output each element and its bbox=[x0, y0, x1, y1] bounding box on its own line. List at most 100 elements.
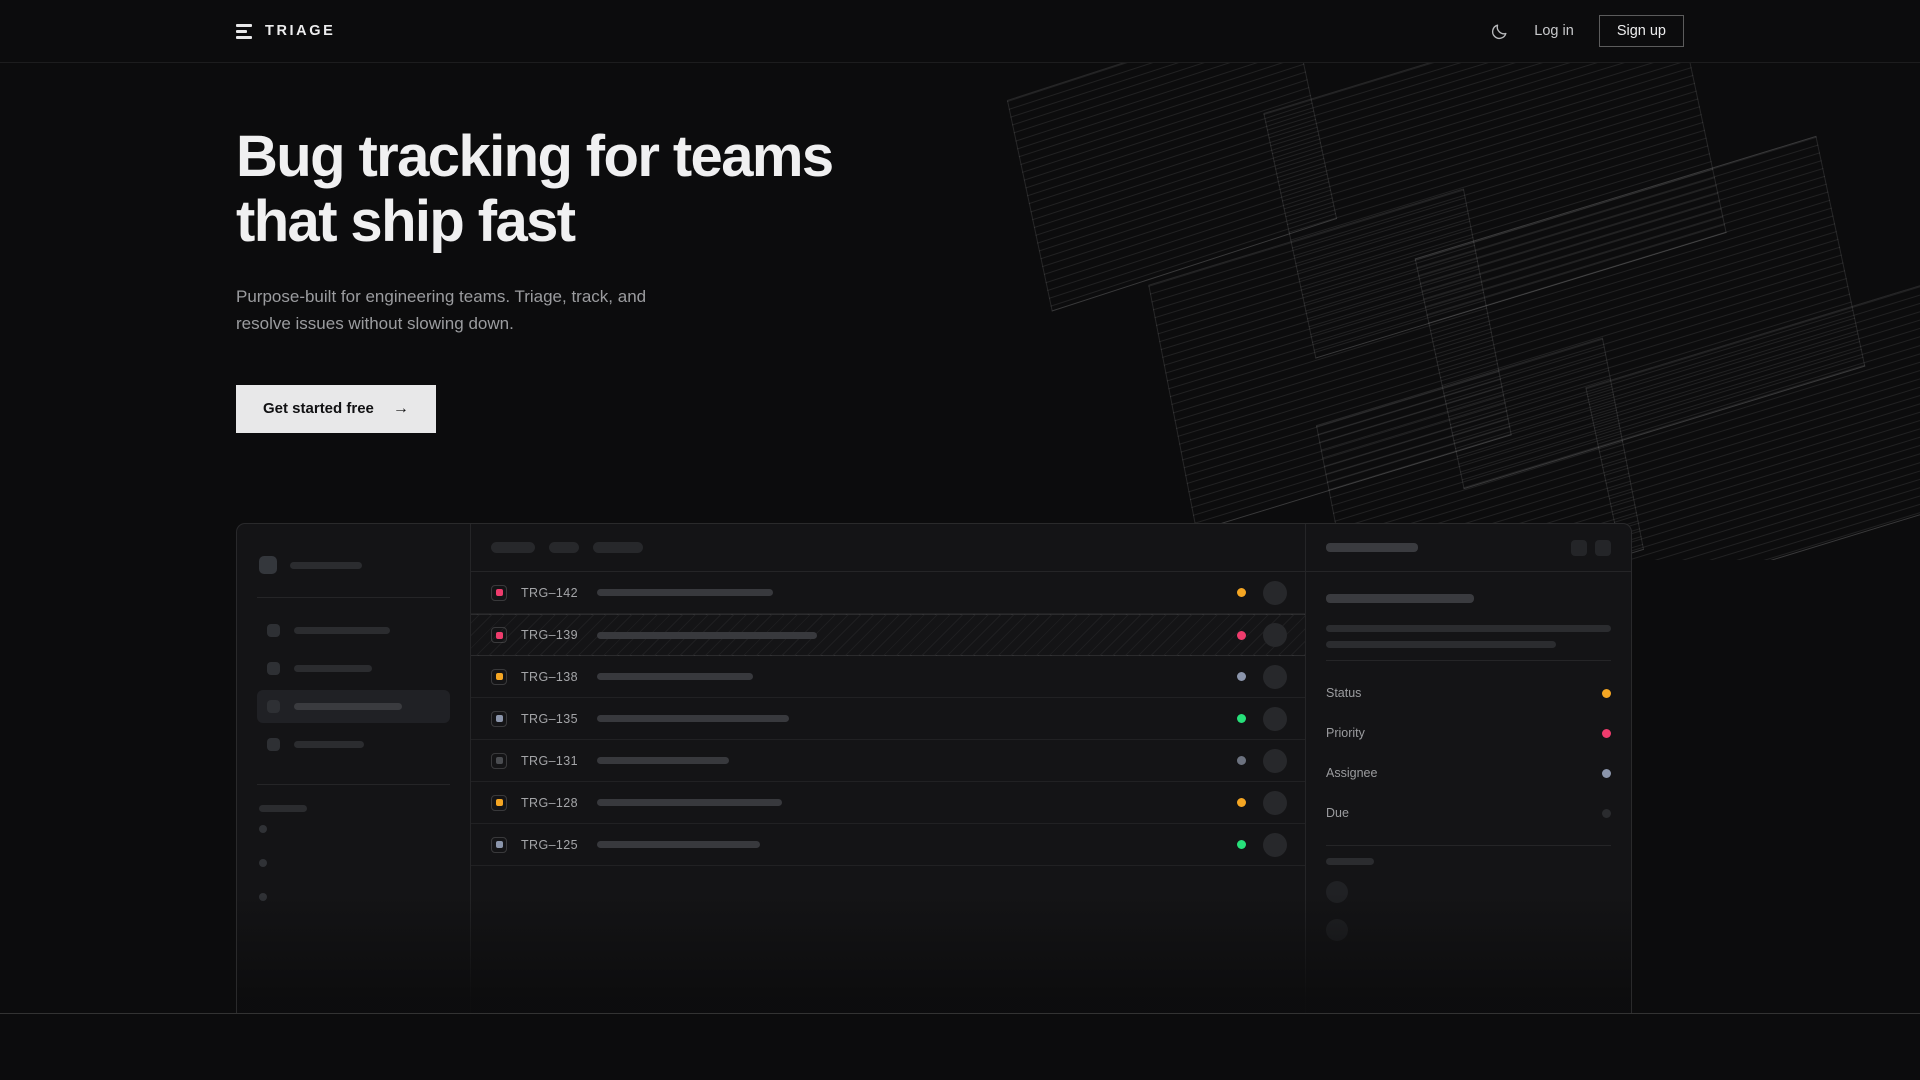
issue-status-dot bbox=[1237, 756, 1246, 765]
arrow-right-icon: → bbox=[392, 399, 409, 417]
header-actions: Log in Sign up bbox=[1490, 15, 1684, 47]
issue-type-badge bbox=[491, 752, 507, 769]
detail-meta-value-dot bbox=[1602, 768, 1611, 778]
issue-row-meta bbox=[1237, 580, 1287, 605]
brand-name: TRIAGE bbox=[265, 23, 336, 39]
detail-skeletons bbox=[1326, 594, 1611, 648]
sidebar-mini-item[interactable] bbox=[257, 846, 450, 880]
detail-meta-label: Status bbox=[1326, 686, 1362, 700]
issue-row[interactable]: TRG–142 bbox=[471, 572, 1305, 614]
issue-type-badge bbox=[491, 710, 507, 727]
login-link[interactable]: Log in bbox=[1534, 23, 1574, 39]
brand-logo[interactable]: TRIAGE bbox=[236, 23, 335, 39]
issue-row-meta bbox=[1237, 832, 1287, 857]
issue-title-skeleton bbox=[597, 589, 773, 596]
moon-icon[interactable] bbox=[1490, 22, 1509, 41]
issue-id: TRG–138 bbox=[521, 669, 578, 684]
issue-type-badge bbox=[491, 836, 507, 853]
workspace-name-skeleton bbox=[290, 561, 362, 569]
detail-meta-row[interactable]: Assignee bbox=[1326, 753, 1611, 793]
toolbar-chip[interactable] bbox=[593, 542, 643, 553]
issue-row[interactable]: TRG–139 bbox=[471, 614, 1305, 656]
issue-status-dot bbox=[1237, 714, 1246, 723]
sidebar-item-icon bbox=[267, 662, 280, 675]
issue-title-skeleton bbox=[597, 673, 753, 680]
issue-title-skeleton bbox=[597, 757, 729, 764]
issue-status-dot bbox=[1237, 672, 1246, 681]
detail-divider bbox=[1326, 660, 1611, 661]
issue-status-dot bbox=[1237, 840, 1246, 849]
issue-id: TRG–135 bbox=[521, 711, 578, 726]
stacked-bars-icon bbox=[236, 23, 252, 39]
detail-meta-value-dot bbox=[1602, 808, 1611, 818]
section-label-skeleton bbox=[259, 805, 307, 812]
sidebar-mini-item[interactable] bbox=[257, 880, 450, 914]
sidebar-divider-2 bbox=[257, 784, 450, 785]
issue-title-skeleton bbox=[597, 799, 782, 806]
detail-meta-row[interactable]: Priority bbox=[1326, 713, 1611, 753]
sidebar-item-label-skeleton bbox=[294, 627, 390, 634]
detail-meta-label: Assignee bbox=[1326, 766, 1378, 780]
sidebar-item-label-skeleton bbox=[294, 741, 364, 748]
detail-text-skeleton bbox=[1326, 594, 1474, 603]
issue-id: TRG–125 bbox=[521, 837, 578, 852]
issue-row[interactable]: TRG–128 bbox=[471, 782, 1305, 824]
activity-avatar bbox=[1326, 919, 1348, 941]
detail-action-button[interactable] bbox=[1571, 539, 1587, 556]
signup-button[interactable]: Sign up bbox=[1598, 15, 1684, 47]
workspace-switcher[interactable] bbox=[257, 544, 450, 574]
avatar bbox=[1263, 790, 1287, 815]
sidebar-mini-item[interactable] bbox=[257, 812, 450, 846]
list-toolbar bbox=[471, 524, 1305, 572]
issue-title-skeleton bbox=[597, 631, 817, 639]
sidebar-section-label bbox=[257, 801, 450, 812]
detail-divider-2 bbox=[1326, 845, 1611, 846]
subhead-line-2: resolve issues without slowing down. bbox=[236, 314, 514, 334]
issue-id: TRG–128 bbox=[521, 795, 578, 810]
issue-row-meta bbox=[1237, 790, 1287, 815]
toolbar-chip[interactable] bbox=[491, 542, 535, 553]
section-divider bbox=[0, 1013, 1920, 1014]
issue-title-skeleton bbox=[597, 841, 760, 848]
sidebar-item-icon bbox=[267, 624, 280, 637]
sidebar-item-icon bbox=[267, 738, 280, 751]
issue-type-badge bbox=[491, 794, 507, 811]
sidebar-item[interactable] bbox=[257, 728, 450, 761]
issue-row[interactable]: TRG–131 bbox=[471, 740, 1305, 782]
sidebar-mini-list bbox=[257, 812, 450, 914]
sidebar-item[interactable] bbox=[257, 614, 450, 647]
issue-id: TRG–139 bbox=[521, 628, 578, 642]
avatar bbox=[1263, 832, 1287, 857]
issue-status-dot bbox=[1237, 798, 1246, 807]
get-started-button[interactable]: Get started free → bbox=[236, 384, 436, 433]
issue-row[interactable]: TRG–135 bbox=[471, 698, 1305, 740]
cta-label: Get started free bbox=[263, 400, 374, 418]
detail-action-button[interactable] bbox=[1595, 539, 1611, 556]
issue-row[interactable]: TRG–125 bbox=[471, 824, 1305, 866]
detail-meta-value-dot bbox=[1602, 728, 1611, 738]
site-header: TRIAGE Log in Sign up bbox=[0, 0, 1920, 63]
activity-label-skeleton bbox=[1326, 858, 1374, 865]
detail-meta-value-dot bbox=[1602, 688, 1611, 698]
headline-line-2: that ship fast bbox=[236, 188, 576, 254]
headline-line-1: Bug tracking for teams bbox=[236, 124, 834, 189]
issue-type-badge bbox=[491, 627, 507, 643]
sidebar-item[interactable] bbox=[257, 652, 450, 685]
issue-id: TRG–131 bbox=[521, 753, 578, 768]
sidebar-mini-icon bbox=[259, 859, 267, 867]
sidebar-item[interactable] bbox=[257, 690, 450, 723]
detail-meta-row[interactable]: Due bbox=[1326, 793, 1611, 833]
issue-id: TRG–142 bbox=[521, 585, 578, 600]
issue-row[interactable]: TRG–138 bbox=[471, 656, 1305, 698]
hero-subtitle: Purpose-built for engineering teams. Tri… bbox=[236, 283, 706, 338]
detail-meta-row[interactable]: Status bbox=[1326, 673, 1611, 713]
detail-header bbox=[1306, 524, 1631, 572]
toolbar-chip[interactable] bbox=[549, 542, 579, 553]
issue-row-meta bbox=[1237, 706, 1287, 731]
